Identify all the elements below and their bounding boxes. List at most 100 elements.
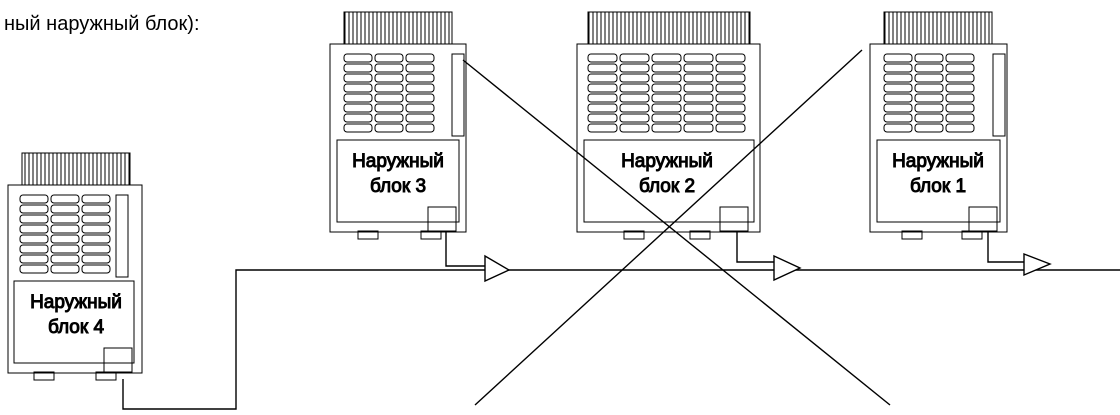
coil-louver <box>343 63 373 73</box>
unit-1-line2: блок 1 <box>910 176 966 197</box>
coil-louver <box>683 63 714 73</box>
coil-louver <box>587 113 618 123</box>
outdoor-unit-1: Наружный блок 1 <box>869 11 1008 240</box>
coil-louver <box>81 224 111 234</box>
coil-louver <box>50 264 80 274</box>
outdoor-unit-2: Наружный блок 2 <box>576 11 761 240</box>
coil-louver <box>715 123 746 133</box>
coil-louver <box>50 194 80 204</box>
unit-body <box>869 43 1008 233</box>
fan-grille <box>343 11 453 45</box>
coil-louver <box>81 234 111 244</box>
coil-louver <box>19 224 49 234</box>
coil-louver <box>405 63 435 73</box>
coil-louver <box>945 63 975 73</box>
coil-louver <box>715 103 746 113</box>
coil-louver <box>587 93 618 103</box>
coil-louver <box>883 103 913 113</box>
coil-louver <box>405 103 435 113</box>
coil-louver <box>343 83 373 93</box>
coil-louver <box>651 83 682 93</box>
coil-louver <box>405 123 435 133</box>
branch-pipe-unit-1 <box>987 231 1024 263</box>
main-pipe <box>122 269 1120 410</box>
coil-louver <box>50 214 80 224</box>
coil-grid <box>19 194 111 274</box>
coil-louver <box>883 93 913 103</box>
coil-louver <box>651 53 682 63</box>
label-panel <box>876 139 1001 223</box>
coil-louver <box>883 83 913 93</box>
coil-louver <box>651 123 682 133</box>
coil-louver <box>374 113 404 123</box>
coil-louver <box>683 53 714 63</box>
coil-louver <box>651 63 682 73</box>
coil-grid <box>883 53 975 133</box>
coil-louver <box>50 224 80 234</box>
coil-louver <box>619 123 650 133</box>
outdoor-unit-3: Наружный блок 3 <box>329 11 467 240</box>
coil-louver <box>715 63 746 73</box>
label-panel <box>583 139 755 223</box>
coil-louver <box>19 244 49 254</box>
coil-louver <box>619 63 650 73</box>
coil-louver <box>914 53 944 63</box>
coil-louver <box>945 53 975 63</box>
coil-louver <box>715 53 746 63</box>
coil-louver <box>651 113 682 123</box>
unit-4-line2: блок 4 <box>48 317 104 338</box>
coil-louver <box>715 73 746 83</box>
cross-line-2 <box>474 49 863 406</box>
coil-louver <box>587 53 618 63</box>
coil-louver <box>587 123 618 133</box>
coil-louver <box>81 264 111 274</box>
service-box <box>103 347 133 373</box>
coil-grid <box>343 53 435 133</box>
coil-louver <box>715 113 746 123</box>
coil-louver <box>19 204 49 214</box>
coil-louver <box>343 113 373 123</box>
coil-louver <box>343 103 373 113</box>
fan-grille <box>21 152 131 186</box>
coil-louver <box>619 113 650 123</box>
coil-louver <box>619 103 650 113</box>
coil-louver <box>374 63 404 73</box>
coil-louver <box>374 123 404 133</box>
joint-arrow-2 <box>773 254 802 282</box>
caption-text: ный наружный блок): <box>4 13 200 35</box>
service-box <box>719 206 749 232</box>
unit-body <box>329 43 467 233</box>
coil-louver <box>945 113 975 123</box>
coil-louver <box>945 103 975 113</box>
service-box <box>968 206 998 232</box>
coil-louver <box>405 53 435 63</box>
coil-louver <box>587 73 618 83</box>
coil-louver <box>683 83 714 93</box>
coil-louver <box>50 244 80 254</box>
coil-louver <box>914 93 944 103</box>
unit-1-line1: Наружный <box>892 151 984 172</box>
coil-louver <box>883 113 913 123</box>
cross-line-1 <box>462 59 891 406</box>
unit-body <box>7 184 143 374</box>
coil-louver <box>19 264 49 274</box>
coil-louver <box>374 53 404 63</box>
coil-louver <box>883 53 913 63</box>
coil-louver <box>81 194 111 204</box>
service-box <box>427 206 457 232</box>
coil-louver <box>50 234 80 244</box>
joint-arrow-3 <box>1023 252 1052 277</box>
coil-louver <box>374 103 404 113</box>
coil-louver <box>81 204 111 214</box>
label-panel <box>336 139 460 223</box>
joint-arrow-1 <box>484 254 511 283</box>
coil-louver <box>405 113 435 123</box>
coil-louver <box>405 83 435 93</box>
branch-pipe-unit-3 <box>445 231 485 267</box>
coil-louver <box>683 113 714 123</box>
coil-louver <box>683 123 714 133</box>
coil-louver <box>405 93 435 103</box>
coil-louver <box>883 63 913 73</box>
coil-louver <box>945 123 975 133</box>
coil-louver <box>619 83 650 93</box>
